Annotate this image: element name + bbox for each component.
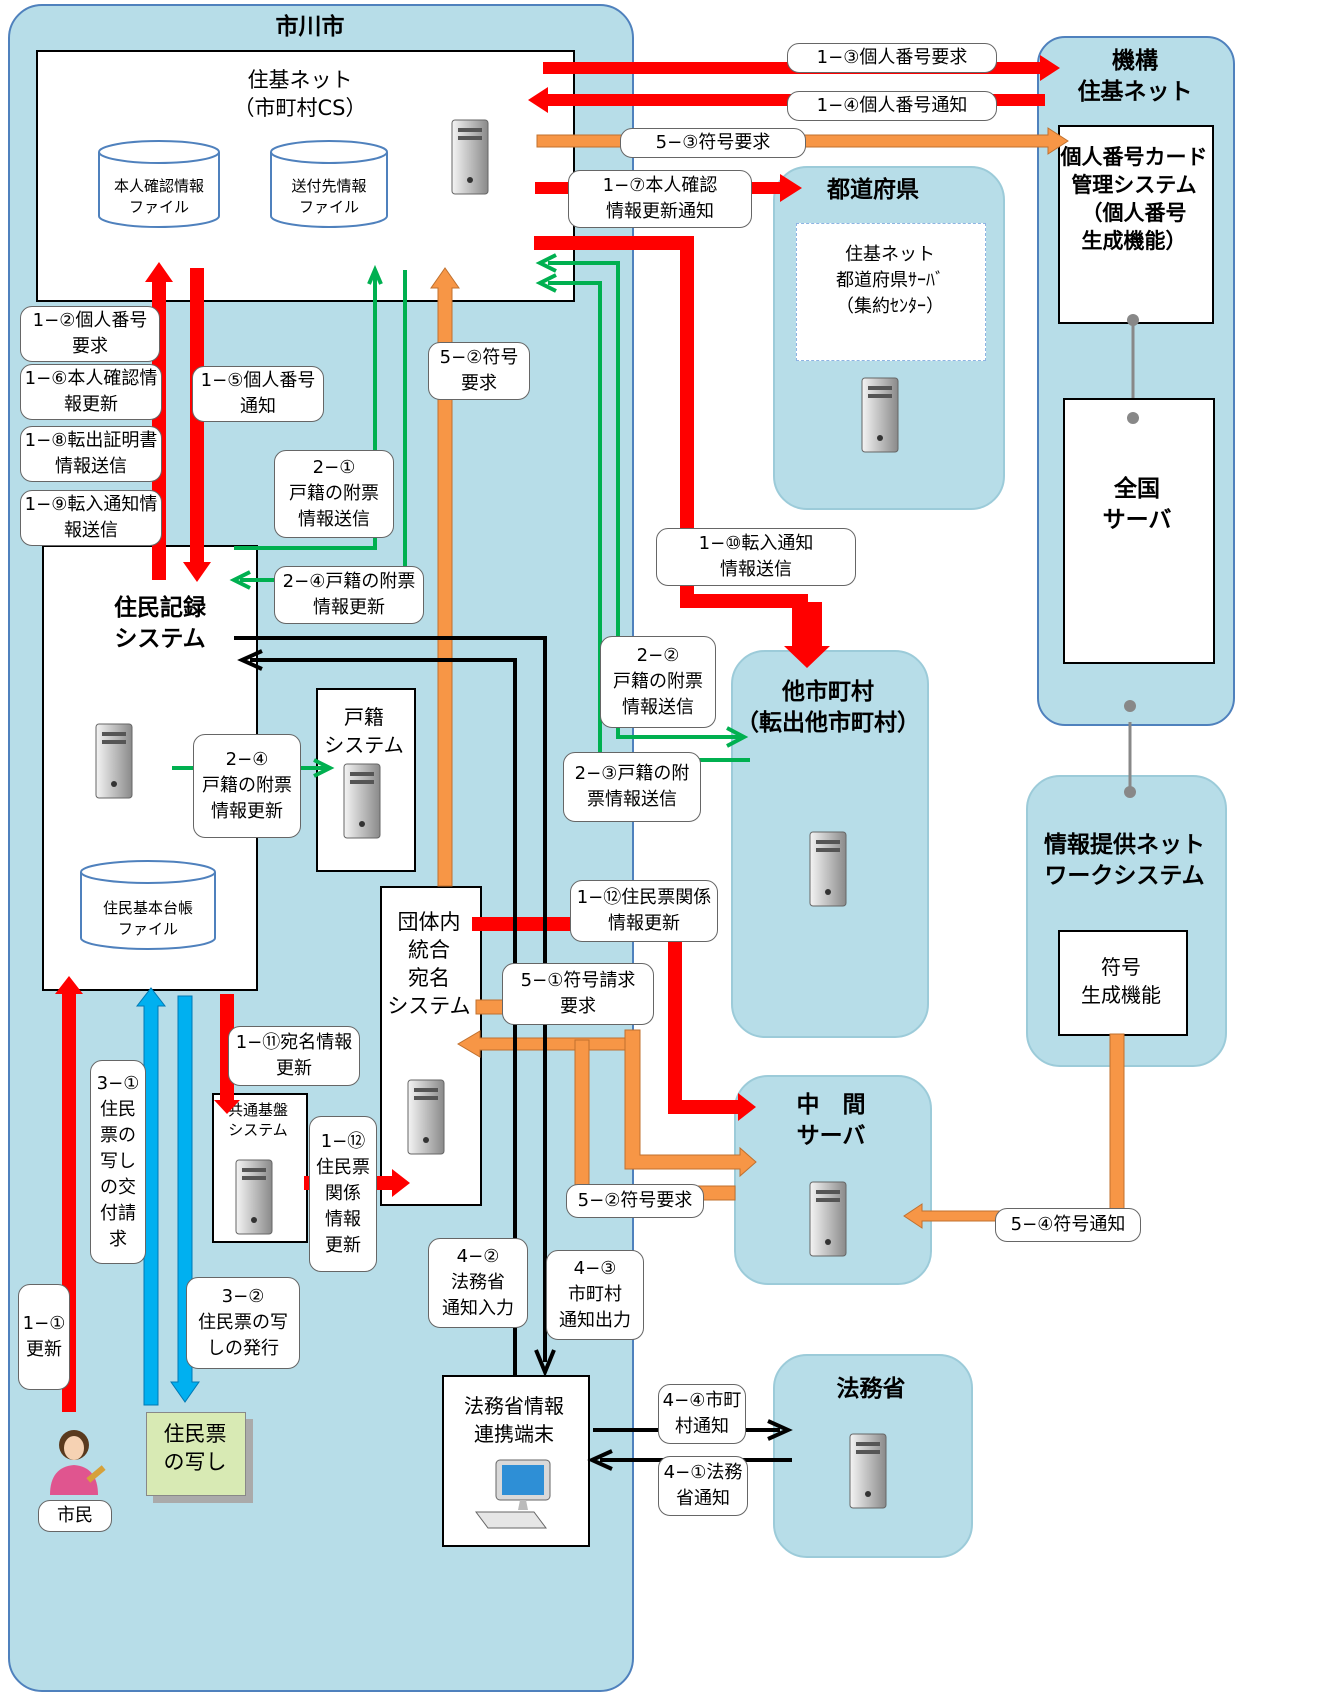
jumin-copy-note-label: 住民票 の写し: [163, 1422, 227, 1474]
label-4-1: 4−①法務 省通知: [658, 1456, 748, 1516]
db-jumin-label: 住民基本台帳 ファイル: [102, 899, 193, 938]
dantainai-label: 団体内 統合 宛名 システム: [387, 910, 471, 1018]
label-2-2: 2−② 戸籍の附票 情報送信: [600, 636, 716, 728]
label-1-10: 1−⑩転入通知 情報送信: [656, 528, 856, 586]
fugo-seisei-label: 符号 生成機能: [1081, 955, 1161, 1007]
fugo-seisei-box: [1058, 930, 1188, 1036]
label-1-3: 1−③個人番号要求: [787, 43, 997, 73]
label-2-4b: 2−④ 戸籍の附票 情報更新: [193, 734, 301, 838]
db-honnin: 本人確認情報 ファイル: [98, 140, 220, 228]
region-kiko-title: 機構 住基ネット: [1077, 48, 1193, 105]
label-2-3: 2−③戸籍の附 票情報送信: [563, 752, 701, 822]
server-icon: [407, 1079, 445, 1155]
server-icon: [809, 831, 847, 907]
orange-arrows: [430, 127, 1125, 1229]
region-homusho: [773, 1354, 973, 1558]
label-3-1: 3−① 住民 票の 写し の交 付請 求: [90, 1060, 146, 1264]
label-1-6: 1−⑥本人確認情 報更新: [20, 364, 162, 420]
server-icon: [235, 1159, 273, 1235]
pref-server-label: 住基ネット 都道府県ｻｰﾊﾞ （集約ｾﾝﾀｰ）: [836, 244, 944, 317]
label-5-2a: 5−②符号 要求: [428, 342, 530, 400]
server-icon: [861, 377, 899, 453]
card-system-box: [1058, 125, 1214, 324]
label-1-5: 1−⑤個人番号 通知: [192, 366, 324, 422]
label-2-4a: 2−④戸籍の附票 情報更新: [274, 566, 424, 624]
database-icon: [98, 140, 220, 228]
label-3-2: 3−② 住民票の写 しの発行: [186, 1277, 300, 1369]
server-icon: [451, 119, 489, 195]
kyotsu-label: 共通基盤 システム: [227, 1101, 288, 1139]
label-1-2: 1−②個人番号 要求: [20, 306, 160, 362]
db-sofusaki: 送付先情報 ファイル: [270, 140, 388, 228]
db-sofusaki-label: 送付先情報 ファイル: [291, 177, 367, 216]
server-icon: [809, 1181, 847, 1257]
label-4-2: 4−② 法務省 通知入力: [428, 1238, 528, 1328]
label-5-4: 5−④符号通知: [995, 1208, 1141, 1242]
server-icon: [95, 723, 133, 799]
server-icon: [343, 763, 381, 839]
koseki-system-label: 戸籍 システム: [324, 705, 404, 757]
label-4-4: 4−④市町 村通知: [658, 1384, 746, 1444]
region-ichikawa-title: 市川市: [275, 14, 345, 40]
pref-server-box: [796, 223, 986, 361]
region-johoteikyo-title: 情報提供ネット ワークシステム: [1044, 832, 1205, 889]
label-5-2b: 5−②符号要求: [566, 1184, 704, 1218]
label-1-8: 1−⑧転出証明書 情報送信: [20, 426, 162, 482]
database-icon: [270, 140, 388, 228]
label-1-12b: 1−⑫ 住民票 関係 情報 更新: [309, 1116, 377, 1272]
label-1-4: 1−④個人番号通知: [787, 91, 997, 121]
server-icon: [849, 1433, 887, 1509]
region-tashichoson-title: 他市町村 （転出他市町村）: [736, 679, 920, 736]
computer-icon: [475, 1459, 551, 1529]
card-system-label: 個人番号カード 管理システム （個人番号 生成機能）: [1060, 145, 1208, 253]
label-2-1: 2−① 戸籍の附票 情報送信: [274, 450, 394, 538]
homusho-terminal-label: 法務省情報 連携端末: [464, 1394, 564, 1446]
zenkoku-label: 全国 サーバ: [1102, 476, 1172, 533]
label-1-11: 1−⑪宛名情報 更新: [228, 1026, 360, 1086]
region-todofuken-title: 都道府県: [827, 177, 919, 203]
label-5-1: 5−①符号請求 要求: [502, 963, 654, 1025]
label-1-9: 1−⑨転入通知情 報送信: [20, 490, 162, 546]
person-icon: [50, 1430, 106, 1495]
jukinet-title: 住基ネット （市町村CS）: [233, 68, 367, 120]
label-4-3: 4−③ 市町村 通知出力: [546, 1250, 644, 1340]
db-honnin-label: 本人確認情報 ファイル: [113, 177, 204, 216]
region-chukan-title: 中 間 サーバ: [796, 1092, 866, 1149]
database-icon: [80, 860, 216, 950]
label-1-1: 1−① 更新: [18, 1284, 70, 1390]
zenkoku-box: [1063, 398, 1215, 664]
citizen-label: 市民: [38, 1500, 112, 1532]
label-1-12a: 1−⑫住民票関係 情報更新: [570, 880, 718, 942]
label-5-3: 5−③符号要求: [620, 128, 806, 158]
label-1-7: 1−⑦本人確認 情報更新通知: [568, 170, 752, 228]
db-jumin: 住民基本台帳 ファイル: [80, 860, 216, 950]
connector-lines: [1128, 320, 1135, 790]
jumin-system-label: 住民記録 システム: [114, 595, 206, 652]
region-homusho-title: 法務省: [836, 1376, 906, 1402]
jumin-copy-note: [146, 1412, 246, 1496]
